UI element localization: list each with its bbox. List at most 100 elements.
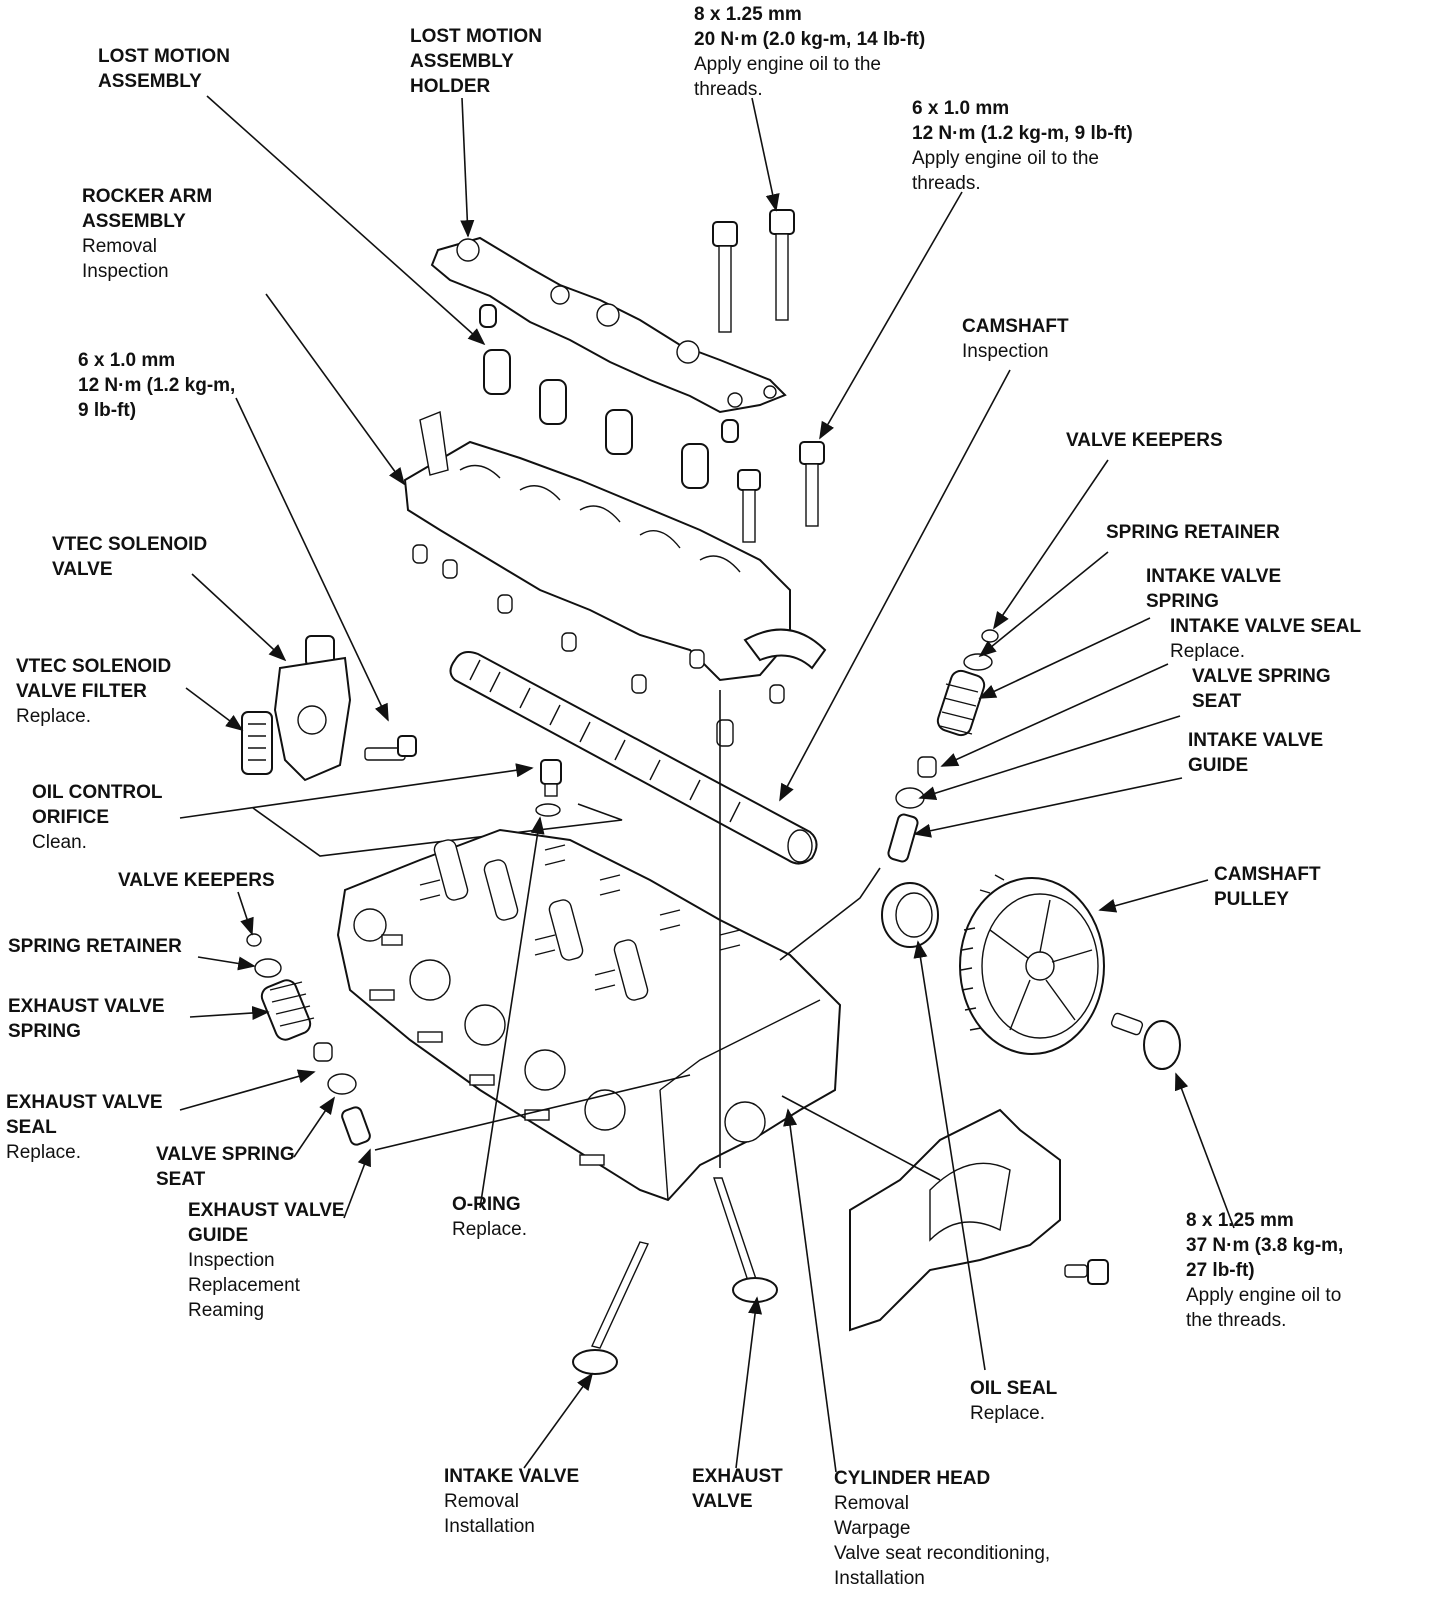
label-lost-motion-holder: LOST MOTION ASSEMBLY HOLDER bbox=[410, 24, 542, 99]
label-note: Apply engine oil to the bbox=[912, 148, 1099, 169]
label-title: SEAT bbox=[156, 1169, 206, 1190]
label-title: SPRING bbox=[1146, 591, 1219, 612]
label-bolt-6x10-left: 6 x 1.0 mm 12 N·m (1.2 kg-m, 9 lb-ft) bbox=[78, 348, 235, 423]
label-vtec-solenoid-filter: VTEC SOLENOID VALVE FILTER Replace. bbox=[16, 654, 171, 729]
oil-control-orifice-part bbox=[252, 759, 623, 857]
label-valve-keepers-right: VALVE KEEPERS bbox=[1066, 428, 1223, 453]
label-title: VALVE FILTER bbox=[16, 681, 147, 702]
label-note: Apply engine oil to bbox=[1186, 1285, 1342, 1306]
label-valve-spring-seat-right: VALVE SPRING SEAT bbox=[1192, 664, 1331, 714]
label-title: VALVE bbox=[692, 1491, 753, 1512]
label-note: Clean. bbox=[32, 832, 87, 853]
label-bolt-8x125-right: 8 x 1.25 mm 37 N·m (3.8 kg-m, 27 lb-ft) … bbox=[1186, 1208, 1343, 1333]
label-oil-seal: OIL SEAL Replace. bbox=[970, 1376, 1057, 1426]
label-rocker-arm-assembly: ROCKER ARM ASSEMBLY Removal Inspection bbox=[82, 184, 212, 284]
exhaust-valve-stack-part bbox=[246, 933, 691, 1151]
top-bolts bbox=[712, 209, 825, 543]
label-note: Replace. bbox=[452, 1219, 527, 1240]
label-title: HOLDER bbox=[410, 76, 491, 97]
label-title: VALVE SPRING bbox=[1192, 666, 1331, 687]
label-camshaft: CAMSHAFT Inspection bbox=[962, 314, 1069, 364]
label-title: INTAKE VALVE bbox=[1146, 566, 1282, 587]
label-intake-valve-guide: INTAKE VALVE GUIDE bbox=[1188, 728, 1323, 778]
label-note: Replace. bbox=[1170, 641, 1245, 662]
label-note: Removal bbox=[82, 236, 157, 257]
label-title: SEAL bbox=[6, 1117, 57, 1138]
label-valve-spring-seat-left: VALVE SPRING SEAT bbox=[156, 1142, 295, 1192]
label-note: Apply engine oil to the bbox=[694, 54, 881, 75]
label-title: SPRING bbox=[8, 1021, 81, 1042]
label-title: VALVE bbox=[52, 559, 113, 580]
label-note: threads. bbox=[694, 79, 763, 100]
label-camshaft-pulley: CAMSHAFT PULLEY bbox=[1214, 862, 1321, 912]
label-spring-retainer-right: SPRING RETAINER bbox=[1106, 520, 1280, 545]
label-title: 6 x 1.0 mm bbox=[912, 98, 1010, 119]
label-note: Installation bbox=[834, 1568, 925, 1589]
label-o-ring: O-RING Replace. bbox=[452, 1192, 527, 1242]
label-note: Replace. bbox=[970, 1403, 1045, 1424]
label-bolt-8x125-top: 8 x 1.25 mm 20 N·m (2.0 kg-m, 14 lb-ft) … bbox=[694, 2, 925, 102]
label-title: INTAKE VALVE SEAL bbox=[1170, 616, 1362, 637]
oil-seal-part bbox=[881, 882, 939, 948]
label-title: ASSEMBLY bbox=[410, 51, 514, 72]
label-title: VTEC SOLENOID bbox=[52, 534, 208, 555]
label-title: CYLINDER HEAD bbox=[834, 1468, 991, 1489]
rocker-arm-assembly-part bbox=[403, 411, 827, 747]
label-intake-valve-seal: INTAKE VALVE SEAL Replace. bbox=[1170, 614, 1361, 664]
label-title: ORIFICE bbox=[32, 807, 110, 828]
label-title: EXHAUST VALVE bbox=[8, 996, 165, 1017]
label-title: CAMSHAFT bbox=[962, 316, 1069, 337]
label-note: Replace. bbox=[6, 1142, 81, 1163]
label-title: VTEC SOLENOID bbox=[16, 656, 172, 677]
label-title: 8 x 1.25 mm bbox=[694, 4, 802, 25]
label-title: O-RING bbox=[452, 1194, 521, 1215]
label-title: INTAKE VALVE bbox=[1188, 730, 1324, 751]
label-bolt-6x10-top: 6 x 1.0 mm 12 N·m (1.2 kg-m, 9 lb-ft) Ap… bbox=[912, 96, 1133, 196]
label-lost-motion-assembly: LOST MOTION ASSEMBLY bbox=[98, 44, 230, 94]
label-title: ROCKER ARM bbox=[82, 186, 213, 207]
label-spring-retainer-left: SPRING RETAINER bbox=[8, 934, 182, 959]
label-note: Inspection bbox=[82, 261, 169, 282]
label-title: VALVE KEEPERS bbox=[1066, 430, 1223, 451]
label-vtec-solenoid-valve: VTEC SOLENOID VALVE bbox=[52, 532, 207, 582]
lost-motion-holder-part bbox=[430, 236, 787, 414]
label-title: 37 N·m (3.8 kg-m, bbox=[1186, 1235, 1344, 1256]
label-title: ASSEMBLY bbox=[98, 71, 202, 92]
label-title: SEAT bbox=[1192, 691, 1242, 712]
camshaft-part bbox=[449, 651, 818, 865]
pulley-bolt-part bbox=[1110, 1012, 1181, 1070]
label-note: the threads. bbox=[1186, 1310, 1287, 1331]
label-title: VALVE KEEPERS bbox=[118, 870, 275, 891]
label-title: 20 N·m (2.0 kg-m, 14 lb-ft) bbox=[694, 29, 926, 50]
leader-lines bbox=[179, 95, 1235, 1473]
label-exhaust-valve-seal: EXHAUST VALVE SEAL Replace. bbox=[6, 1090, 163, 1165]
label-title: SPRING RETAINER bbox=[8, 936, 182, 957]
label-note: Installation bbox=[444, 1516, 535, 1537]
back-cover-part bbox=[781, 1095, 1109, 1332]
label-title: SPRING RETAINER bbox=[1106, 522, 1280, 543]
label-note: Warpage bbox=[834, 1518, 911, 1539]
label-title: 12 N·m (1.2 kg-m, 9 lb-ft) bbox=[912, 123, 1133, 144]
label-title: LOST MOTION bbox=[410, 26, 542, 47]
label-title: GUIDE bbox=[1188, 755, 1249, 776]
label-oil-control-orifice: OIL CONTROL ORIFICE Clean. bbox=[32, 780, 163, 855]
lost-motion-plungers bbox=[479, 304, 739, 489]
label-note: threads. bbox=[912, 173, 981, 194]
label-valve-keepers-left: VALVE KEEPERS bbox=[118, 868, 275, 893]
label-exhaust-valve: EXHAUST VALVE bbox=[692, 1464, 783, 1514]
intake-valve-stack-part bbox=[779, 629, 999, 961]
label-note: Inspection bbox=[188, 1250, 275, 1271]
label-note: Valve seat reconditioning, bbox=[834, 1543, 1051, 1564]
vtec-solenoid-part bbox=[241, 635, 417, 782]
label-title: EXHAUST VALVE bbox=[6, 1092, 163, 1113]
label-title: EXHAUST VALVE bbox=[188, 1200, 345, 1221]
label-title: ASSEMBLY bbox=[82, 211, 186, 232]
label-note: Removal bbox=[834, 1493, 909, 1514]
label-title: 9 lb-ft) bbox=[78, 400, 137, 421]
label-note: Removal bbox=[444, 1491, 519, 1512]
label-title: PULLEY bbox=[1214, 889, 1289, 910]
label-title: VALVE SPRING bbox=[156, 1144, 295, 1165]
label-title: EXHAUST bbox=[692, 1466, 783, 1487]
label-intake-valve: INTAKE VALVE Removal Installation bbox=[444, 1464, 579, 1539]
